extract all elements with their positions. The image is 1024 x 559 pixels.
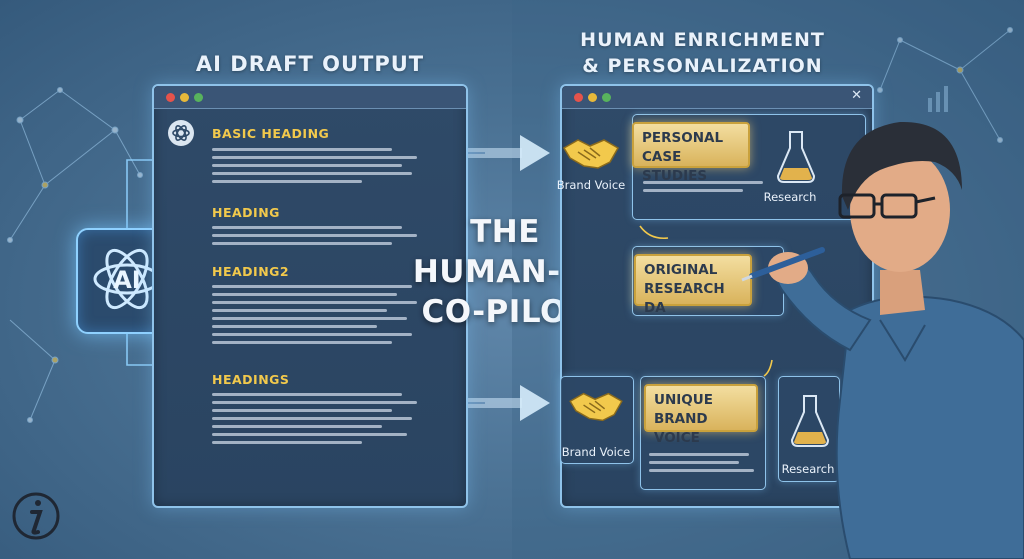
right-title-line1: HUMAN ENRICHMENT <box>580 29 825 51</box>
handshake-icon <box>569 392 623 422</box>
brand-voice-label-top: Brand Voice <box>556 178 626 192</box>
flask-icon-top <box>776 128 816 184</box>
ai-draft-window: BASIC HEADING HEADING HEADING2 HEADINGS <box>152 84 468 508</box>
center-title-line1: THE <box>470 214 540 250</box>
flow-arrows <box>430 135 550 421</box>
heading-1: BASIC HEADING <box>212 126 330 141</box>
openai-small-icon <box>168 120 194 146</box>
close-dot-icon <box>574 93 583 102</box>
personal-case-studies-label: PERSONAL CASE STUDIES <box>632 122 750 184</box>
left-panel-title: AI DRAFT OUTPUT <box>195 52 425 76</box>
handshake-icon <box>562 139 620 169</box>
person-illustration <box>741 121 1024 559</box>
info-i-logo-icon <box>12 492 60 540</box>
pen-icon <box>741 247 825 282</box>
unique-brand-voice-label: UNIQUE BRAND VOICE <box>644 384 758 446</box>
brand-voice-label-bottom: Brand Voice <box>561 445 631 459</box>
close-dot-icon <box>166 93 175 102</box>
ai-logo-text: AI <box>113 266 141 294</box>
handshake-icon-bottom <box>566 384 626 428</box>
flask-icon <box>776 131 816 183</box>
minimize-dot-icon <box>588 93 597 102</box>
right-panel-title: HUMAN ENRICHMENT & PERSONALIZATION <box>560 27 845 79</box>
info-i-logo <box>10 490 62 542</box>
window-titlebar: ✕ <box>562 86 872 109</box>
heading-3: HEADING2 <box>212 264 290 279</box>
flask-icon <box>790 395 830 447</box>
minimize-dot-icon <box>180 93 189 102</box>
heading-2: HEADING <box>212 205 280 220</box>
research-label-top: Research <box>763 190 817 204</box>
original-research-label: ORIGINAL RESEARCH DA <box>634 254 752 316</box>
handshake-icon-top <box>560 130 622 176</box>
close-icon[interactable]: ✕ <box>851 88 862 103</box>
heading-4: HEADINGS <box>212 372 290 387</box>
research-label-bottom: Research <box>781 462 835 476</box>
maximize-dot-icon <box>194 93 203 102</box>
maximize-dot-icon <box>602 93 611 102</box>
window-titlebar <box>154 86 466 109</box>
right-title-line2: & PERSONALIZATION <box>582 55 823 77</box>
flask-icon-bottom <box>790 392 830 448</box>
